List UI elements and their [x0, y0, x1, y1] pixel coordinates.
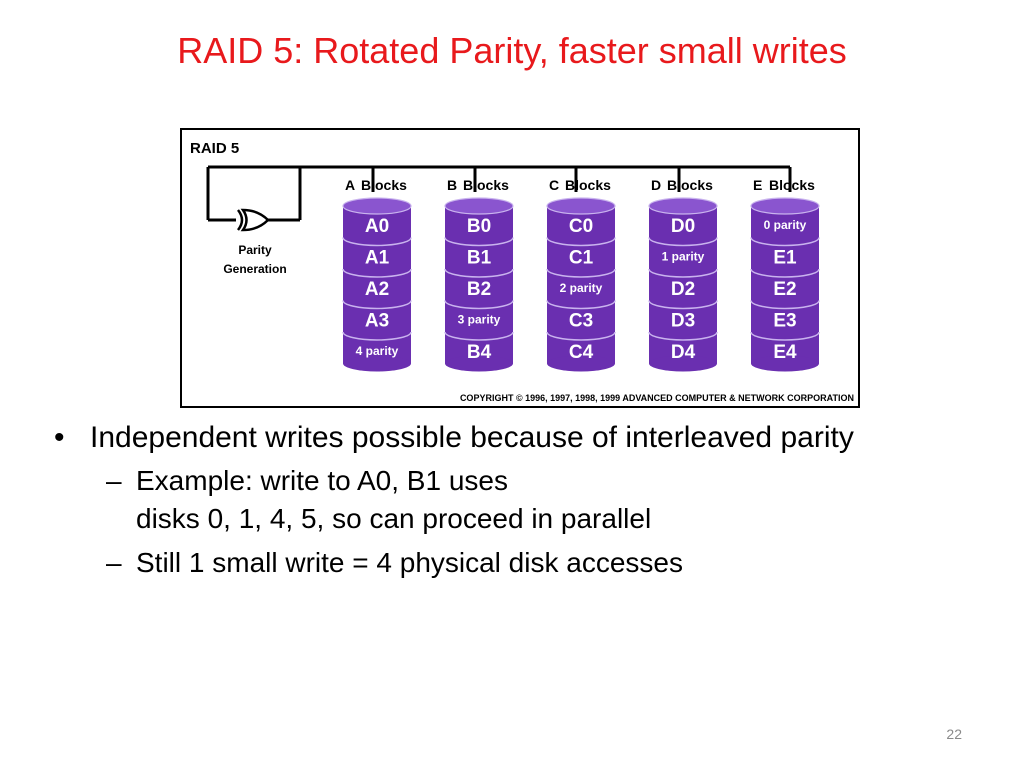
disk-letter: C	[549, 177, 559, 193]
disk-header-label: Blocks	[769, 177, 815, 193]
parity-block-label: 4 parity	[356, 344, 399, 358]
data-block-label: E3	[773, 311, 796, 332]
data-block-label: C1	[569, 248, 594, 269]
figure-heading: RAID 5	[190, 140, 239, 157]
disk-letter: E	[753, 177, 762, 193]
data-block-label: E2	[773, 279, 796, 300]
bullet-item: • Independent writes possible because of…	[50, 420, 970, 456]
data-block-label: E1	[773, 248, 797, 269]
disk-separator	[546, 300, 616, 310]
parity-block-label: 0 parity	[764, 218, 807, 232]
disk-separator	[342, 300, 412, 310]
data-block-label: D3	[671, 311, 695, 332]
data-block-label: B1	[467, 248, 492, 269]
dash-icon: –	[106, 547, 122, 578]
disk-bottom-cap	[751, 355, 819, 372]
data-block-label: A3	[365, 311, 389, 332]
bullet-list: • Independent writes possible because of…	[50, 420, 970, 582]
disk-bottom-cap	[343, 355, 411, 372]
disk-separator	[750, 331, 820, 341]
parity-block-label: 2 parity	[560, 281, 603, 295]
disk-separator	[546, 331, 616, 341]
disk-separator	[342, 237, 412, 247]
parity-generation-label-2: Generation	[223, 262, 286, 276]
disk-separator	[342, 331, 412, 341]
data-block-label: A2	[365, 279, 389, 300]
data-block-label: B2	[467, 279, 491, 300]
disk-letter: B	[447, 177, 457, 193]
disk-bottom-cap	[547, 355, 615, 372]
data-block-label: D0	[671, 216, 695, 237]
disk-separator	[648, 268, 718, 278]
disk-top-cap	[342, 197, 412, 215]
disk-separator	[444, 268, 514, 278]
disk-separator	[444, 300, 514, 310]
disk-separator	[750, 268, 820, 278]
data-block-label: C3	[569, 311, 593, 332]
bullet-text: Independent writes possible because of i…	[90, 421, 854, 454]
sub-bullet-text-3: Still 1 small write = 4 physical disk ac…	[136, 547, 683, 578]
disk-top-cap	[750, 197, 820, 215]
xor-gate-icon	[236, 208, 270, 232]
disk-letter: A	[345, 177, 355, 193]
disk-bottom-cap	[649, 355, 717, 372]
sub-bullet-text-1: Example: write to A0, B1 uses	[136, 465, 508, 496]
disk-separator	[444, 331, 514, 341]
disk-top-cap	[648, 197, 718, 215]
disk-header-label: Blocks	[463, 177, 509, 193]
disk-header-label: Blocks	[361, 177, 407, 193]
disk-header-label: Blocks	[667, 177, 713, 193]
parity-generation-label-1: Parity	[238, 243, 272, 257]
parity-block-label: 3 parity	[458, 313, 501, 327]
data-block-label: E4	[773, 342, 797, 363]
data-block-label: C4	[569, 342, 594, 363]
raid5-diagram: RAID 5 Parity Generation A BlocksA0A1A2A3…	[190, 140, 854, 403]
disk-separator	[444, 237, 514, 247]
slide-title: RAID 5: Rotated Parity, faster small wri…	[177, 30, 847, 71]
disk-separator	[546, 268, 616, 278]
slide-number: 22	[946, 726, 962, 742]
figure-copyright: COPYRIGHT © 1996, 1997, 1998, 1999 ADVAN…	[460, 393, 854, 403]
data-block-label: B0	[467, 216, 491, 237]
sub-bullet-text-2: disks 0, 1, 4, 5, so can proceed in para…	[136, 503, 652, 534]
disk-top-cap	[546, 197, 616, 215]
bullet-dot-icon: •	[54, 421, 65, 454]
dash-icon: –	[106, 465, 122, 496]
disk-separator	[750, 237, 820, 247]
data-block-label: A0	[365, 216, 389, 237]
parity-block-label: 1 parity	[662, 250, 705, 264]
disk-separator	[648, 237, 718, 247]
data-block-label: D2	[671, 279, 695, 300]
data-block-label: B4	[467, 342, 492, 363]
sub-bullet-item: – Still 1 small write = 4 physical disk …	[50, 544, 970, 582]
bus-wiring	[206, 165, 792, 222]
disk-separator	[648, 300, 718, 310]
disk-separator	[342, 268, 412, 278]
disk-header-label: Blocks	[565, 177, 611, 193]
data-block-label: D4	[671, 342, 696, 363]
disk-bottom-cap	[445, 355, 513, 372]
sub-bullet-item: – Example: write to A0, B1 uses disks 0,…	[50, 462, 970, 538]
data-block-label: C0	[569, 216, 593, 237]
disk-separator	[648, 331, 718, 341]
disk-separator	[750, 300, 820, 310]
disk-separator	[546, 237, 616, 247]
data-block-label: A1	[365, 248, 390, 269]
disk-top-cap	[444, 197, 514, 215]
disk-letter: D	[651, 177, 661, 193]
